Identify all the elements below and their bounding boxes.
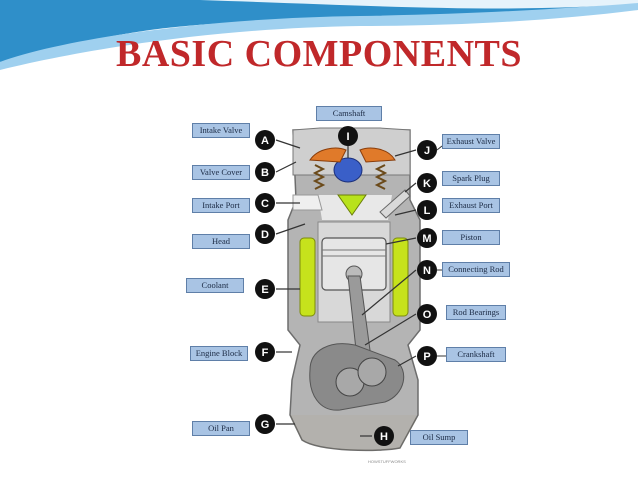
label-spark-plug: Spark Plug — [442, 171, 500, 186]
marker-k: K — [417, 173, 437, 193]
marker-c-text: C — [261, 198, 269, 210]
marker-f-text: F — [262, 347, 269, 359]
label-crankshaft: Crankshaft — [446, 347, 506, 362]
marker-p: P — [417, 346, 437, 366]
marker-a: A — [255, 130, 275, 150]
marker-n-text: N — [423, 265, 431, 277]
marker-f: F — [255, 342, 275, 362]
marker-o-text: O — [423, 309, 432, 321]
marker-m-text: M — [422, 233, 431, 245]
marker-g-text: G — [261, 419, 270, 431]
valve-cover-shape — [292, 127, 411, 176]
label-oil-sump: Oil Sump — [410, 430, 468, 445]
marker-e: E — [255, 279, 275, 299]
marker-j-text: J — [424, 145, 430, 157]
marker-a-text: A — [261, 135, 269, 147]
marker-k-text: K — [423, 178, 431, 190]
slide-title: BASIC COMPONENTS — [116, 33, 522, 75]
marker-e-text: E — [261, 284, 268, 296]
marker-j: J — [417, 140, 437, 160]
label-valve-cover: Valve Cover — [192, 165, 250, 180]
marker-p-text: P — [423, 351, 430, 363]
intake-port-shape — [292, 194, 323, 211]
marker-l-text: L — [424, 205, 431, 217]
label-camshaft: Camshaft — [316, 106, 382, 121]
marker-h-text: H — [380, 431, 388, 443]
marker-b: B — [255, 162, 275, 182]
label-exhaust-valve: Exhaust Valve — [442, 134, 500, 149]
label-rod-bearings: Rod Bearings — [446, 305, 506, 320]
marker-b-text: B — [261, 167, 269, 179]
marker-i: I — [338, 126, 358, 146]
label-engine-block: Engine Block — [190, 346, 248, 361]
label-connecting-rod: Connecting Rod — [442, 262, 510, 277]
label-intake-port: Intake Port — [192, 198, 250, 213]
label-head: Head — [192, 234, 250, 249]
coolant-right-shape — [392, 237, 409, 317]
marker-i-text: I — [346, 131, 349, 143]
marker-d-text: D — [261, 229, 269, 241]
marker-o: O — [417, 304, 437, 324]
marker-l: L — [417, 200, 437, 220]
label-oil-pan: Oil Pan — [192, 421, 250, 436]
marker-d: D — [255, 224, 275, 244]
spark-plug-shape — [379, 189, 411, 219]
header-wave-decoration — [0, 0, 638, 70]
label-exhaust-port: Exhaust Port — [442, 198, 500, 213]
marker-h: H — [374, 426, 394, 446]
label-intake-valve: Intake Valve — [192, 123, 250, 138]
marker-g: G — [255, 414, 275, 434]
image-credit: HOWSTUFFWORKS — [368, 459, 406, 464]
label-coolant: Coolant — [186, 278, 244, 293]
marker-c: C — [255, 193, 275, 213]
marker-m: M — [417, 228, 437, 248]
marker-n: N — [417, 260, 437, 280]
coolant-left-shape — [299, 237, 316, 317]
label-piston: Piston — [442, 230, 500, 245]
